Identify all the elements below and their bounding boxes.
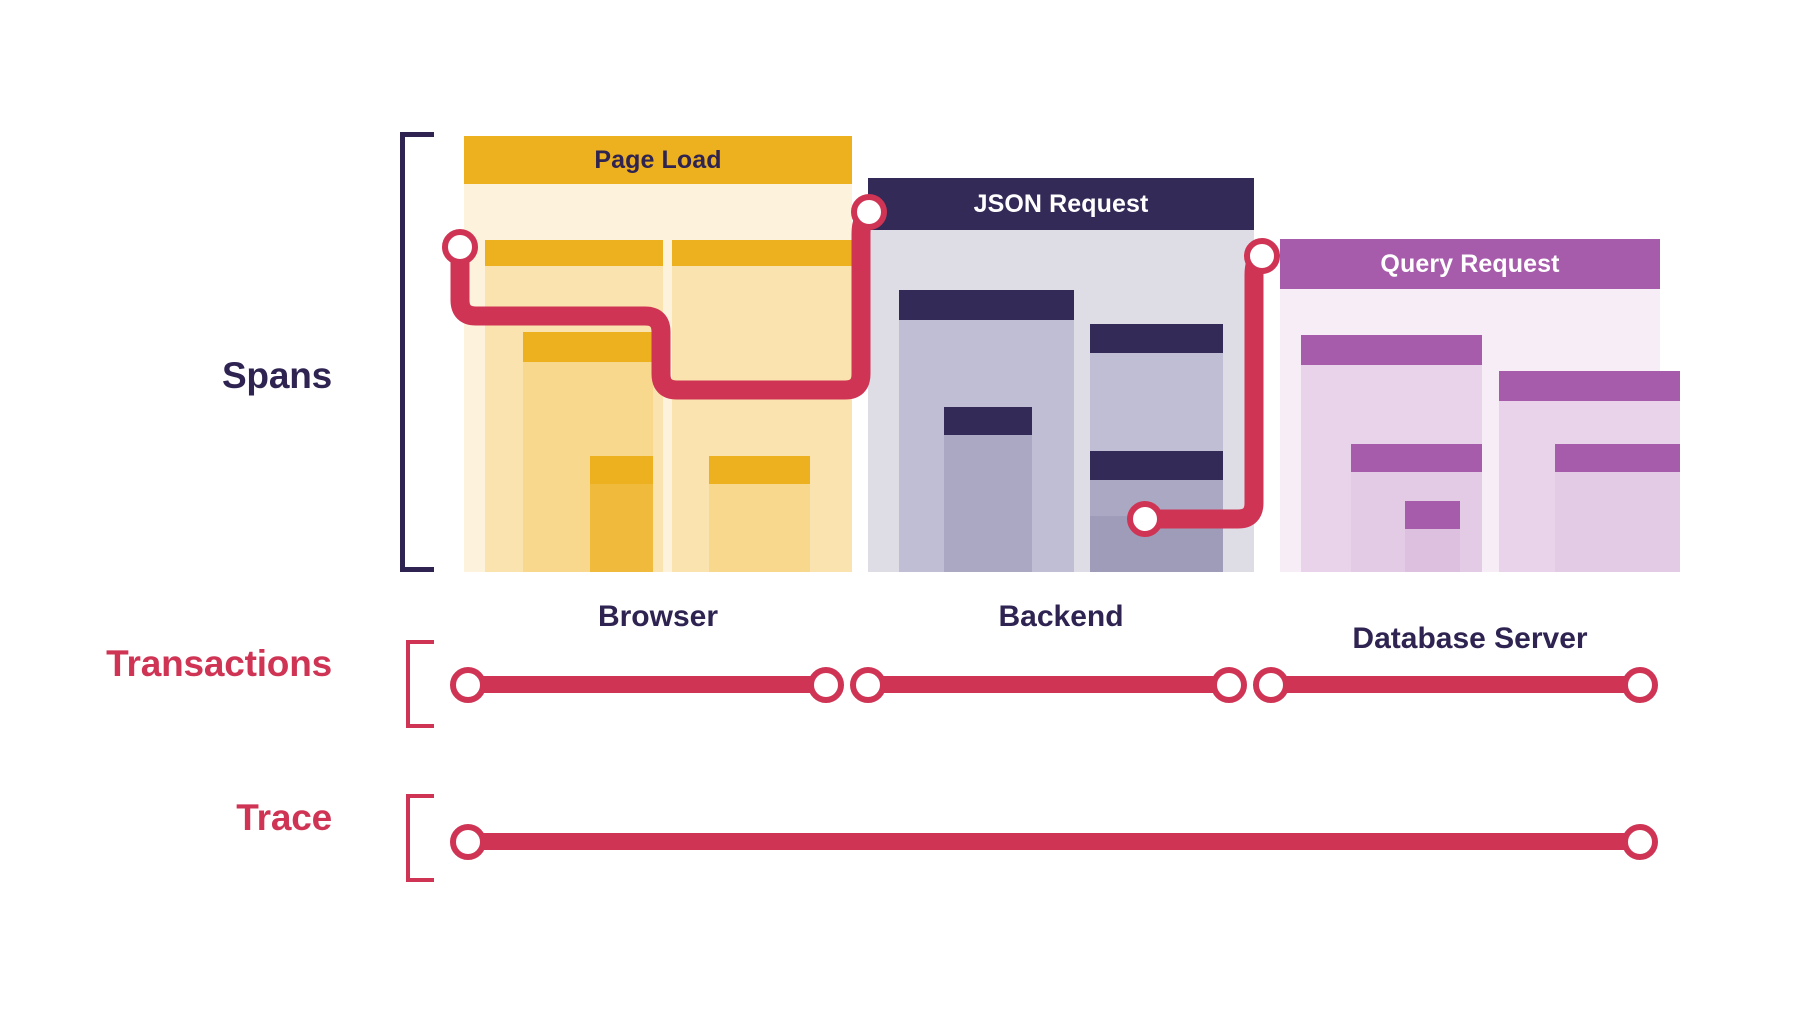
transaction-node-backend-end[interactable] bbox=[1211, 667, 1247, 703]
transactions-bracket bbox=[406, 640, 434, 728]
bar-body bbox=[944, 435, 1032, 572]
bar-cap bbox=[1499, 371, 1680, 401]
connector-node-backend-span-start[interactable] bbox=[851, 194, 887, 230]
transaction-node-browser-start[interactable] bbox=[450, 667, 486, 703]
bar-cap bbox=[590, 456, 653, 484]
service-caption-database: Database Server bbox=[1352, 622, 1588, 655]
spans-bracket bbox=[400, 132, 434, 572]
service-column-browser: Page Load Browser bbox=[464, 136, 852, 633]
backend-header-bar: JSON Request bbox=[868, 178, 1254, 230]
connector-node-browser-span-start[interactable] bbox=[442, 229, 478, 265]
transaction-segment-database[interactable] bbox=[1264, 676, 1644, 693]
connector-node-backend-db-call[interactable] bbox=[1127, 501, 1163, 537]
bar-body bbox=[590, 484, 653, 572]
bar-child-span-c bbox=[709, 456, 810, 572]
bar-cap bbox=[709, 456, 810, 484]
transaction-node-database-start[interactable] bbox=[1253, 667, 1289, 703]
connector-node-database-span-start[interactable] bbox=[1244, 238, 1280, 274]
bar-cap bbox=[523, 332, 653, 362]
transaction-node-browser-end[interactable] bbox=[808, 667, 844, 703]
trace-segment-full[interactable] bbox=[462, 833, 1638, 850]
bar-query-child-c bbox=[1555, 444, 1680, 572]
database-header-bar: Query Request bbox=[1280, 239, 1660, 289]
transaction-segment-backend[interactable] bbox=[862, 676, 1230, 693]
transaction-node-database-end[interactable] bbox=[1622, 667, 1658, 703]
bar-body bbox=[709, 484, 810, 572]
transaction-node-backend-start[interactable] bbox=[850, 667, 886, 703]
bar-cap bbox=[485, 240, 663, 266]
trace-row-label: Trace bbox=[236, 797, 332, 838]
bar-cap bbox=[1090, 324, 1223, 353]
bar-child-span-b bbox=[590, 456, 653, 572]
bar-cap bbox=[1405, 501, 1460, 529]
bar-cap bbox=[1090, 451, 1223, 480]
bar-cap bbox=[1301, 335, 1482, 365]
bar-body bbox=[1405, 529, 1460, 572]
bar-cap bbox=[1555, 444, 1680, 472]
browser-header-bar: Page Load bbox=[464, 136, 852, 184]
bar-cap bbox=[899, 290, 1074, 320]
spans-row-label: Spans bbox=[221, 355, 332, 396]
service-column-backend: JSON Request Backend bbox=[868, 178, 1254, 633]
service-column-database: Query Request Database Server bbox=[1280, 239, 1680, 655]
bar-cap bbox=[672, 240, 852, 266]
bar-handler-child-span bbox=[944, 407, 1032, 572]
bar-body bbox=[1555, 472, 1680, 572]
transaction-segment-browser[interactable] bbox=[462, 676, 827, 693]
service-caption-backend: Backend bbox=[998, 600, 1124, 633]
transactions-row-label: Transactions bbox=[106, 643, 332, 684]
bar-cap bbox=[944, 407, 1032, 435]
trace-bracket bbox=[406, 794, 434, 882]
bar-cap bbox=[1351, 444, 1482, 472]
service-caption-browser: Browser bbox=[597, 600, 719, 633]
bar-query-child-b bbox=[1405, 501, 1460, 572]
trace-node-start[interactable] bbox=[450, 824, 486, 860]
trace-node-end[interactable] bbox=[1622, 824, 1658, 860]
